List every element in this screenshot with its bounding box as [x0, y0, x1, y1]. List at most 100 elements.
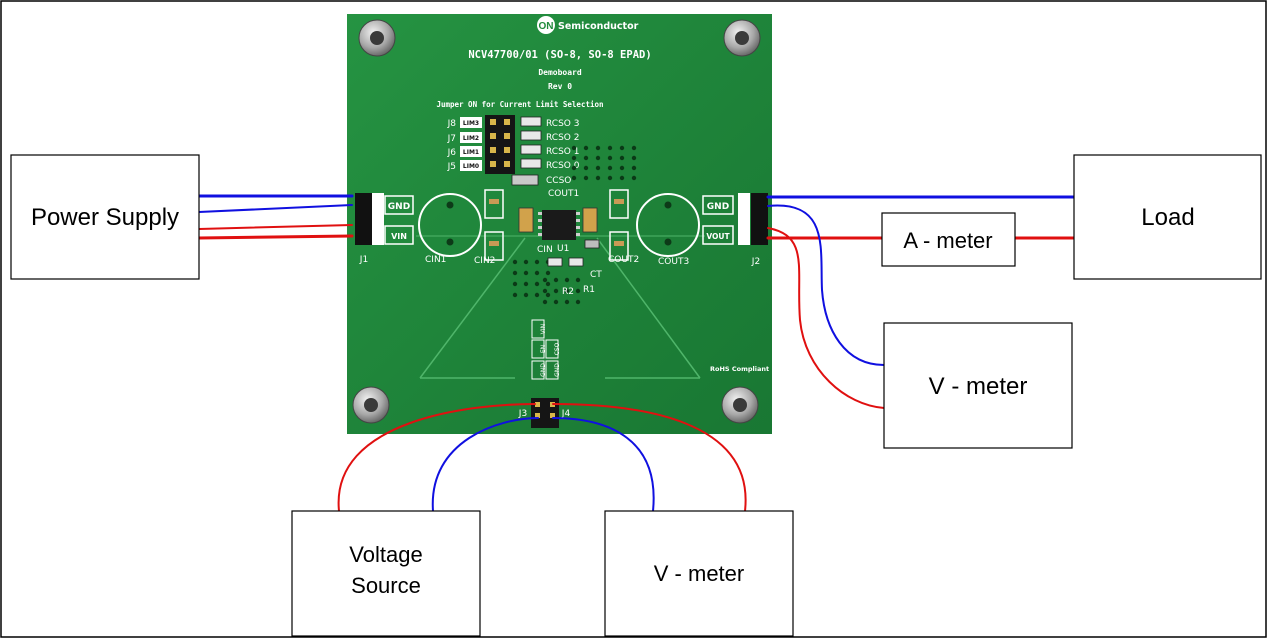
smd-footprints	[484, 189, 629, 261]
jumper-tag-box	[460, 132, 482, 143]
rcso-1-label: RCSO 1	[546, 147, 579, 157]
via-hole	[553, 277, 559, 283]
via-hole	[512, 270, 518, 276]
j3-label: J3	[518, 409, 527, 419]
jumper-tag-lim0: LIM0	[463, 163, 479, 170]
r1-resistor	[568, 257, 584, 267]
wire-vmeter-vout	[767, 227, 885, 409]
power-supply-box: Power Supply	[10, 154, 200, 280]
load-label: Load	[1141, 204, 1194, 231]
input-gnd-label: GND	[388, 202, 410, 212]
output-terminal-block	[751, 193, 768, 245]
via-hole	[619, 155, 625, 161]
jumper-tag-lim1: LIM1	[463, 149, 479, 156]
via-hole	[619, 175, 625, 181]
via-hole	[512, 292, 518, 298]
header-gnd-label-2: GND	[554, 363, 561, 377]
u1-label: U1	[557, 244, 569, 254]
wire-ps-vin-1	[198, 224, 353, 230]
via-hole	[619, 145, 625, 151]
cout1-capacitor	[582, 207, 598, 233]
via-hole	[542, 277, 548, 283]
via-hole	[631, 155, 637, 161]
output-connector: GND VOUT J2	[702, 193, 768, 267]
jumper-tag-lim2: LIM2	[463, 135, 479, 142]
input-terminal-tags	[372, 193, 384, 245]
via-hole	[542, 299, 548, 305]
ct-capacitor	[584, 239, 600, 249]
rcso-3-label: RCSO 3	[546, 119, 579, 129]
jumper-header	[485, 115, 515, 174]
mount-nut-bottom-left	[352, 386, 390, 424]
demo-board: ON Semiconductor NCV47700/01 (SO-8, SO-8…	[347, 14, 772, 434]
silk-line-right	[596, 237, 701, 379]
rcso-2-label: RCSO 2	[546, 133, 579, 143]
via-hole	[595, 145, 601, 151]
via-hole	[523, 281, 529, 287]
v-meter-right-label: V - meter	[929, 373, 1028, 400]
via-hole	[564, 288, 570, 294]
cap-footprint-right	[636, 193, 700, 257]
rcso-0-label: RCSO 0	[546, 161, 580, 171]
load-box: Load	[1073, 154, 1262, 280]
jumper-tag-box	[460, 146, 482, 157]
via-hole	[545, 281, 551, 287]
via-hole	[523, 270, 529, 276]
jumper-label-j7: J7	[447, 134, 456, 144]
j4-label: J4	[561, 409, 571, 419]
bottom-header-labels: VIN EN CSO GND GND	[531, 319, 561, 380]
voltage-source-label-line2: Source	[351, 573, 421, 598]
wires	[197, 194, 1076, 512]
wire-source-red-2	[552, 403, 747, 512]
header-vin-label: VIN	[540, 324, 547, 334]
r2-label: R2	[562, 287, 574, 297]
rcso-resistors: RCSO 3 RCSO 2 RCSO 1 RCSO 0 CCSO	[511, 116, 580, 186]
output-gnd-label: GND	[707, 202, 729, 212]
a-meter-label: A - meter	[903, 228, 992, 253]
silk-line-left	[419, 237, 526, 379]
wire-vmeter-gnd	[767, 204, 885, 366]
voltage-source-box: Voltage Source	[291, 510, 481, 637]
via-hole	[575, 288, 581, 294]
jumper-pins	[490, 119, 510, 167]
via-hole	[583, 155, 589, 161]
wire-source-red	[337, 403, 536, 512]
via-hole	[564, 299, 570, 305]
header-cso-label: CSO	[554, 342, 561, 355]
mount-nut-top-left	[358, 19, 396, 57]
via-hole	[564, 277, 570, 283]
via-hole	[631, 145, 637, 151]
jumper-tag-box	[460, 117, 482, 128]
jumper-label-j6: J6	[447, 148, 457, 158]
via-hole	[534, 292, 540, 298]
jumper-label-j5: J5	[447, 162, 456, 172]
via-hole	[512, 259, 518, 265]
via-hole	[542, 288, 548, 294]
v-meter-bottom-box: V - meter	[604, 510, 794, 637]
via-hole	[607, 175, 613, 181]
cin2-label: CIN2	[474, 256, 495, 266]
v-meter-bottom-label: V - meter	[654, 561, 744, 586]
ccso-label: CCSO	[546, 176, 571, 186]
input-gnd-box	[384, 195, 414, 215]
via-hole	[575, 277, 581, 283]
via-hole	[607, 165, 613, 171]
a-meter-box: A - meter	[881, 212, 1016, 267]
wire-vmeter-blue	[431, 417, 539, 512]
input-connector: GND VIN J1	[355, 193, 414, 265]
via-hole	[631, 175, 637, 181]
r1-label: R1	[583, 285, 595, 295]
r2-resistor	[547, 257, 563, 267]
jumper-note: Jumper ON for Current Limit Selection	[436, 100, 603, 109]
header-gnd-label: GND	[540, 363, 547, 377]
wire-vmeter-blue-2	[552, 417, 655, 512]
rohs-label: RoHS Compliant	[710, 365, 769, 373]
voltage-source-label-line1: Voltage	[349, 542, 422, 567]
ct-label: CT	[590, 270, 602, 280]
via-hole	[534, 270, 540, 276]
cin1-label: CIN1	[425, 255, 446, 265]
output-terminal-tags	[738, 193, 750, 245]
via-hole	[545, 270, 551, 276]
cin-capacitor	[518, 207, 534, 233]
